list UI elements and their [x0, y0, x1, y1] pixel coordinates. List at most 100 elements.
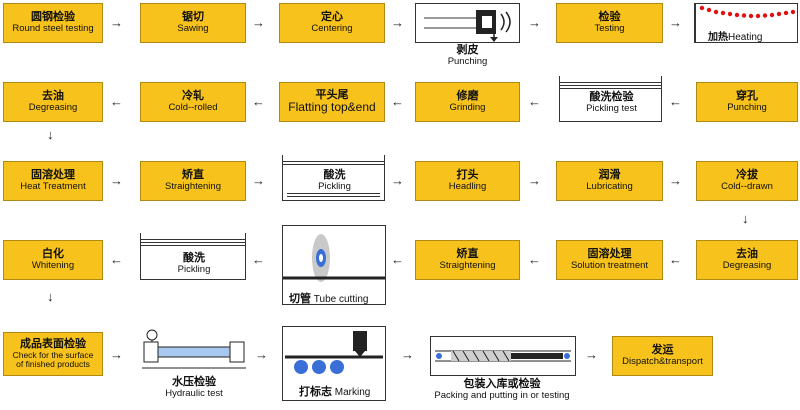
- hydraulic-press-icon: [142, 329, 246, 369]
- step-label-en: Centering: [311, 22, 353, 34]
- step-label-zh: 打头: [456, 169, 479, 182]
- step-testing: 检验 Testing: [556, 3, 663, 43]
- step-label-en: Whitening: [31, 259, 75, 271]
- step-label-zh: 发运: [651, 344, 674, 357]
- pickling-tank-lines: [283, 161, 384, 167]
- step-label-zh: 打标志: [299, 386, 332, 398]
- step-check-surface: 成品表面检验 Check for the surface of finished…: [3, 332, 103, 376]
- arrow-left: ←: [252, 252, 265, 267]
- step-degreasing-1: 去油 Degreasing: [3, 82, 103, 122]
- heating-dots-icon: [699, 5, 796, 19]
- step-label-en: Tube cutting: [313, 294, 369, 305]
- arrow-right: →: [528, 173, 541, 188]
- step-label-en: Cold--rolled: [168, 101, 218, 113]
- step-label-en: Solution treatment: [570, 259, 649, 271]
- step-label-zh: 平头尾: [315, 88, 349, 101]
- step-label-zh: 锯切: [182, 11, 204, 24]
- step-cold-rolled: 冷轧 Cold--rolled: [140, 82, 246, 122]
- arrow-left: ←: [391, 94, 404, 109]
- arrow-left: ←: [669, 252, 682, 267]
- marking-label: 打标志 Marking: [299, 383, 370, 399]
- arrow-left: ←: [669, 94, 682, 109]
- step-label-zh: 检验: [598, 11, 621, 24]
- step-label-en: Heat Treatment: [20, 180, 86, 192]
- step-label-zh: 冷拔: [736, 169, 758, 182]
- step-label-en: Punching: [727, 101, 767, 113]
- step-label-en: Dispatch&transport: [622, 355, 703, 367]
- step-label-en: Grinding: [449, 101, 486, 113]
- heating-label: 加热Heating: [708, 28, 762, 43]
- arrow-right: →: [669, 15, 682, 30]
- step-label-en: Headling: [448, 180, 487, 192]
- packing-illustration: [430, 336, 576, 376]
- pickling-test-illustration: 酸洗检验 Pickling test: [559, 76, 662, 122]
- step-label-zh: 白化: [42, 248, 64, 261]
- pickling-2-illustration: 酸洗 Pickling: [140, 233, 246, 280]
- step-cold-drawn: 冷拔 Cold--drawn: [696, 161, 798, 201]
- arrow-down: ↓: [47, 127, 54, 142]
- step-label-zh: 切管: [289, 293, 311, 305]
- arrow-right: →: [110, 173, 123, 188]
- pickling-2-label: 酸洗 Pickling: [141, 252, 247, 275]
- step-straightening-1: 矫直 Straightening: [140, 161, 246, 201]
- tube-line: [287, 193, 380, 194]
- step-punching: 穿孔 Punching: [696, 82, 798, 122]
- step-label-zh: 酸洗: [323, 169, 346, 181]
- step-degreasing-2: 去油 Degreasing: [696, 240, 798, 280]
- step-label-zh: 去油: [736, 248, 758, 261]
- punching-caption: 剥皮 Punching: [415, 44, 520, 67]
- step-label-zh: 矫直: [456, 248, 479, 261]
- step-straightening-2: 矫直 Straightening: [415, 240, 520, 280]
- arrow-right: →: [401, 347, 414, 362]
- marking-rollers-icon: [285, 331, 383, 374]
- step-label-zh: 加热: [708, 32, 728, 43]
- packing-machine-icon: [435, 350, 571, 362]
- step-whitening: 白化 Whitening: [3, 240, 103, 280]
- step-label-zh: 固溶处理: [31, 169, 75, 182]
- step-solution-treatment: 固溶处理 Solution treatment: [556, 240, 663, 280]
- packing-caption: 包装入库或检验 Packing and putting in or testin…: [412, 378, 592, 401]
- step-label-zh: 矫直: [182, 169, 204, 182]
- step-sawing: 锯切 Sawing: [140, 3, 246, 43]
- step-label-en: Flatting top&end: [288, 100, 376, 115]
- peeling-machine-icon: [424, 10, 511, 42]
- arrow-right: →: [669, 173, 682, 188]
- pickling-tank-lines: [560, 82, 661, 91]
- step-label-en: Heating: [728, 32, 763, 43]
- hydraulic-test-illustration: [142, 326, 246, 376]
- arrow-left: ←: [252, 94, 265, 109]
- arrow-right: →: [110, 347, 123, 362]
- arrow-left: ←: [528, 94, 541, 109]
- step-label-en: Lubricating: [586, 180, 633, 192]
- step-label-zh: 修磨: [456, 90, 479, 103]
- step-headling: 打头 Headling: [415, 161, 520, 201]
- step-label-en: Cold--drawn: [721, 180, 773, 192]
- arrow-left: ←: [528, 252, 541, 267]
- arrow-right: →: [391, 15, 404, 30]
- step-label-zh: 定心: [321, 11, 343, 24]
- arrow-left: ←: [110, 252, 123, 267]
- step-round-steel-testing: 圆钢检验 Round steel testing: [3, 3, 103, 43]
- pickling-test-label: 酸洗检验 Pickling test: [560, 91, 663, 114]
- step-label-zh: 水压检验: [172, 376, 216, 388]
- step-label-en: Round steel testing: [12, 22, 94, 34]
- step-label-zh: 去油: [42, 90, 64, 103]
- step-heat-treatment: 固溶处理 Heat Treatment: [3, 161, 103, 201]
- step-label-en: Degreasing: [722, 259, 772, 271]
- step-label-zh: 成品表面检验: [20, 338, 86, 351]
- step-label-en: Hydraulic test: [165, 387, 223, 399]
- step-label-en: Testing: [594, 22, 625, 34]
- step-label-en: Marking: [334, 387, 371, 398]
- arrow-right: →: [110, 15, 123, 30]
- step-label-en: Pickling: [177, 263, 211, 275]
- tube-line: [287, 196, 380, 197]
- step-label-zh: 穿孔: [736, 90, 758, 103]
- step-label-en-line1: Check for the surface: [12, 349, 94, 360]
- arrow-right: →: [528, 15, 541, 30]
- step-label-zh: 固溶处理: [587, 248, 632, 261]
- arrow-right: →: [585, 347, 598, 362]
- arrow-down: ↓: [47, 289, 54, 304]
- step-label-zh: 润滑: [598, 169, 621, 182]
- punching-illustration: [415, 3, 520, 43]
- step-label-en: Packing and putting in or testing: [434, 389, 570, 401]
